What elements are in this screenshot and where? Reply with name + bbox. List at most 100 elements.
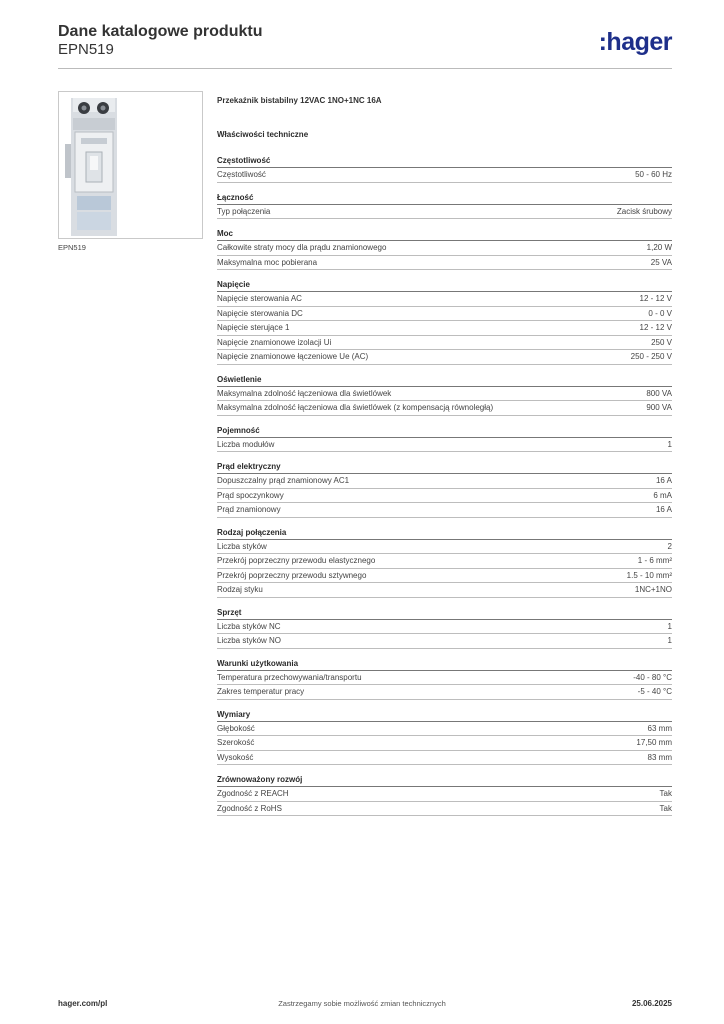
spec-label: Częstotliwość bbox=[217, 170, 266, 179]
spec-value: 50 - 60 Hz bbox=[635, 170, 672, 179]
spec-label: Zgodność z RoHS bbox=[217, 803, 282, 813]
spec-label: Zgodność z REACH bbox=[217, 789, 289, 798]
spec-value: Tak bbox=[659, 789, 672, 798]
spec-label: Przekrój poprzeczny przewodu elastyczneg… bbox=[217, 556, 376, 565]
hager-logo: :hager bbox=[598, 28, 673, 56]
relay-device-image bbox=[65, 98, 117, 236]
photo-caption: EPN519 bbox=[58, 243, 86, 252]
spec-label: Napięcie znamionowe izolacji Ui bbox=[217, 337, 332, 347]
spec-value: 17,50 mm bbox=[636, 738, 672, 747]
section-heading: Moc bbox=[217, 229, 672, 241]
spec-value: 250 - 250 V bbox=[630, 352, 672, 361]
footer-date: 25.06.2025 bbox=[631, 999, 672, 1008]
spec-label: Rodzaj styku bbox=[217, 585, 263, 594]
spec-label: Maksymalna zdolność łączeniowa dla świet… bbox=[217, 403, 494, 412]
spec-row: Napięcie znamionowe łączeniowe Ue (AC) 25… bbox=[217, 350, 672, 365]
spec-label: Liczba styków NC bbox=[217, 621, 281, 631]
section-heading: Rodzaj połączenia bbox=[217, 528, 672, 540]
spec-row: Dopuszczalny prąd znamionowy AC1 16 A bbox=[217, 474, 672, 489]
spec-row: Prąd znamionowy 16 A bbox=[217, 503, 672, 518]
spec-row: Przekrój poprzeczny przewodu elastyczneg… bbox=[217, 554, 672, 569]
section-heading: Wymiary bbox=[217, 710, 672, 722]
spec-value: 83 mm bbox=[647, 752, 672, 762]
spec-value: 1,20 W bbox=[646, 243, 672, 252]
footer-website: hager.com/pl bbox=[58, 999, 108, 1008]
section-heading: Łączność bbox=[217, 193, 672, 205]
product-title: Przekaźnik bistabilny 12VAC 1NO+1NC 16A bbox=[217, 96, 382, 105]
spec-value: 1 bbox=[667, 621, 672, 631]
spec-label: Napięcie sterujące 1 bbox=[217, 323, 290, 332]
spec-row: Napięcie znamionowe izolacji Ui 250 V bbox=[217, 336, 672, 350]
spec-label: Napięcie znamionowe łączeniowe Ue (AC) bbox=[217, 352, 369, 361]
spec-value: 1 bbox=[667, 439, 672, 449]
section-heading: Częstotliwość bbox=[217, 156, 672, 168]
spec-value: -5 - 40 °C bbox=[637, 687, 672, 696]
spec-value: 1 - 6 mm² bbox=[637, 556, 672, 565]
spec-value: Tak bbox=[659, 803, 672, 813]
spec-value: Zacisk śrubowy bbox=[616, 206, 672, 216]
spec-value: 16 A bbox=[655, 505, 672, 514]
spec-row: Zgodność z RoHS Tak bbox=[217, 802, 672, 816]
header-divider bbox=[58, 68, 672, 69]
spec-value: 6 mA bbox=[653, 490, 672, 500]
spec-label: Maksymalna zdolność łączeniowa dla świet… bbox=[217, 388, 392, 398]
spec-value: -40 - 80 °C bbox=[633, 672, 672, 682]
section-heading: Sprzęt bbox=[217, 608, 672, 620]
document-header: Dane katalogowe produktu EPN519 bbox=[58, 22, 262, 59]
spec-row: Częstotliwość 50 - 60 Hz bbox=[217, 168, 672, 183]
spec-value: 900 VA bbox=[646, 403, 672, 412]
spec-value: 250 V bbox=[651, 337, 672, 347]
spec-value: 2 bbox=[667, 541, 672, 551]
spec-value: 1.5 - 10 mm² bbox=[626, 570, 672, 580]
spec-row: Całkowite straty mocy dla prądu znamiono… bbox=[217, 241, 672, 256]
spec-label: Dopuszczalny prąd znamionowy AC1 bbox=[217, 476, 350, 485]
spec-value: 16 A bbox=[655, 476, 672, 485]
section-heading: Napięcie bbox=[217, 280, 672, 292]
section-heading: Prąd elektryczny bbox=[217, 462, 672, 474]
properties-heading: Właściwości techniczne bbox=[217, 130, 309, 139]
spec-row: Liczba modułów 1 bbox=[217, 438, 672, 452]
spec-label: Wysokość bbox=[217, 752, 254, 762]
section-heading: Warunki użytkowania bbox=[217, 659, 672, 671]
spec-label: Liczba styków NO bbox=[217, 636, 282, 645]
spec-label: Napięcie sterowania DC bbox=[217, 308, 303, 318]
section-heading: Oświetlenie bbox=[217, 375, 672, 387]
spec-value: 12 - 12 V bbox=[639, 294, 672, 303]
section-heading: Zrównoważony rozwój bbox=[217, 775, 672, 787]
product-code: EPN519 bbox=[58, 41, 114, 58]
spec-label: Szerokość bbox=[217, 738, 255, 747]
spec-row: Typ połączenia Zacisk śrubowy bbox=[217, 205, 672, 219]
spec-label: Całkowite straty mocy dla prądu znamiono… bbox=[217, 243, 387, 252]
spec-label: Temperatura przechowywania/transportu bbox=[217, 672, 362, 682]
spec-label: Liczba styków bbox=[217, 541, 267, 551]
spec-label: Typ połączenia bbox=[217, 206, 271, 216]
spec-label: Napięcie sterowania AC bbox=[217, 294, 302, 303]
spec-content: Przekaźnik bistabilny 12VAC 1NO+1NC 16A … bbox=[217, 96, 672, 826]
spec-row: Wysokość 83 mm bbox=[217, 751, 672, 765]
spec-value: 800 VA bbox=[646, 388, 672, 398]
spec-label: Liczba modułów bbox=[217, 439, 275, 449]
spec-row: Liczba styków 2 bbox=[217, 540, 672, 554]
spec-label: Maksymalna moc pobierana bbox=[217, 257, 318, 267]
spec-label: Głębokość bbox=[217, 723, 255, 733]
spec-label: Prąd znamionowy bbox=[217, 505, 281, 514]
document-title: Dane katalogowe produktu bbox=[58, 23, 263, 40]
footer-disclaimer: Zastrzegamy sobie możliwość zmian techni… bbox=[278, 999, 446, 1008]
section-heading: Pojemność bbox=[217, 426, 672, 438]
